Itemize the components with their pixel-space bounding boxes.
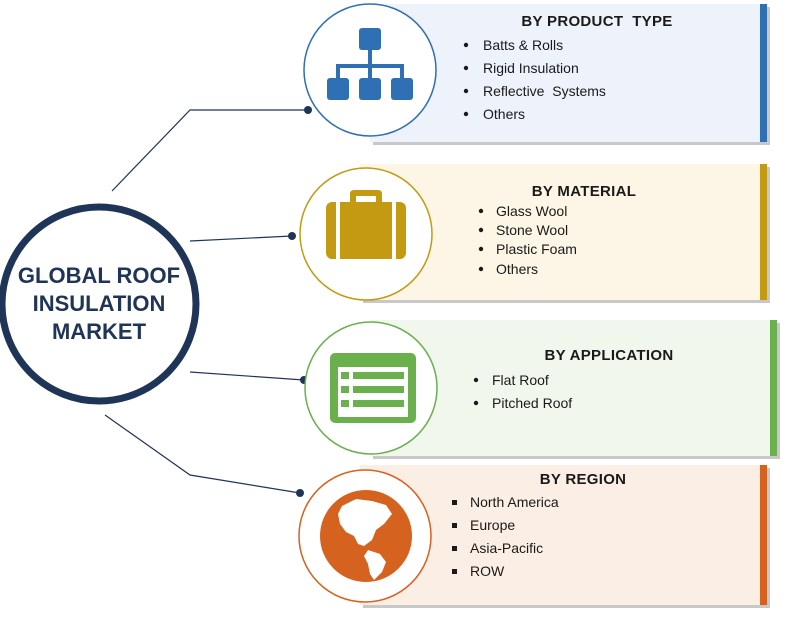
list-item: Reflective Systems	[483, 83, 606, 99]
segment-items: Glass Wool Stone Wool Plastic Foam Other…	[478, 203, 577, 277]
connector-material	[189, 235, 293, 242]
center-title-line-1: GLOBAL ROOF	[18, 263, 180, 288]
continent-south-america	[364, 550, 386, 580]
center-node: GLOBAL ROOF INSULATION MARKET	[0, 203, 200, 405]
bullet-square	[452, 546, 457, 551]
panel-accent-bar	[770, 320, 777, 456]
center-title-line-3: MARKET	[52, 319, 147, 344]
list-item: Batts & Rolls	[483, 37, 563, 53]
bullet-dot	[473, 400, 479, 406]
connector-dot-region	[296, 489, 304, 497]
segment-product-type: BY PRODUCT TYPE Batts & Rolls Rigid Insu…	[303, 3, 770, 145]
connector-region	[104, 414, 301, 494]
list-item: North America	[470, 494, 559, 510]
segment-title: BY PRODUCT TYPE	[521, 13, 672, 30]
connector-lines	[104, 109, 308, 494]
panel-accent-bar	[760, 4, 767, 142]
list-item: Plastic Foam	[496, 241, 577, 257]
connector-application	[189, 371, 305, 381]
connector-dot-material	[288, 232, 296, 240]
list-item: Others	[496, 261, 538, 277]
segment-region: BY REGION North America Europe Asia-Paci…	[298, 465, 770, 608]
list-item: ROW	[470, 563, 505, 579]
suitcase-icon	[326, 190, 406, 259]
connector-dots	[288, 106, 312, 497]
center-circle	[0, 203, 200, 405]
list-window-icon	[330, 353, 416, 423]
bullet-square	[452, 569, 457, 574]
bullet-dot	[478, 208, 484, 214]
bullet-square	[452, 500, 457, 505]
hierarchy-icon	[327, 28, 413, 100]
bullet-dot	[463, 111, 469, 117]
segment-application: BY APPLICATION Flat Roof Pitched Roof	[304, 320, 780, 459]
center-title-line-2: INSULATION	[33, 291, 166, 316]
list-item: Europe	[470, 517, 515, 533]
connector-product-type	[111, 109, 308, 192]
bullet-dot	[473, 377, 479, 383]
list-item: Stone Wool	[496, 222, 568, 238]
segment-title: BY MATERIAL	[532, 183, 636, 200]
bullet-dot	[478, 266, 484, 272]
segment-items: North America Europe Asia-Pacific ROW	[452, 494, 559, 579]
list-item: Rigid Insulation	[483, 60, 579, 76]
globe-icon	[320, 490, 412, 582]
continent-north-america	[338, 499, 392, 546]
bullet-dot	[463, 88, 469, 94]
panel-accent-bar	[760, 164, 767, 300]
panel-accent-bar	[760, 465, 767, 605]
segment-items: Flat Roof Pitched Roof	[473, 372, 572, 411]
list-item: Glass Wool	[496, 203, 567, 219]
segment-title: BY APPLICATION	[545, 347, 674, 364]
list-item: Flat Roof	[492, 372, 549, 388]
panel-bg	[370, 320, 777, 456]
suitcase-stripes	[336, 202, 396, 259]
segment-title: BY REGION	[540, 471, 627, 488]
bullet-square	[452, 523, 457, 528]
bullet-dot	[478, 227, 484, 233]
segment-items: Batts & Rolls Rigid Insulation Reflectiv…	[463, 37, 606, 122]
bullet-dot	[463, 42, 469, 48]
list-item: Pitched Roof	[492, 395, 572, 411]
connector-dot-product-type	[304, 106, 312, 114]
bullet-dot	[463, 65, 469, 71]
segment-material: BY MATERIAL Glass Wool Stone Wool Plasti…	[299, 164, 770, 303]
bullet-dot	[478, 246, 484, 252]
list-item: Asia-Pacific	[470, 540, 543, 556]
list-item: Others	[483, 106, 525, 122]
